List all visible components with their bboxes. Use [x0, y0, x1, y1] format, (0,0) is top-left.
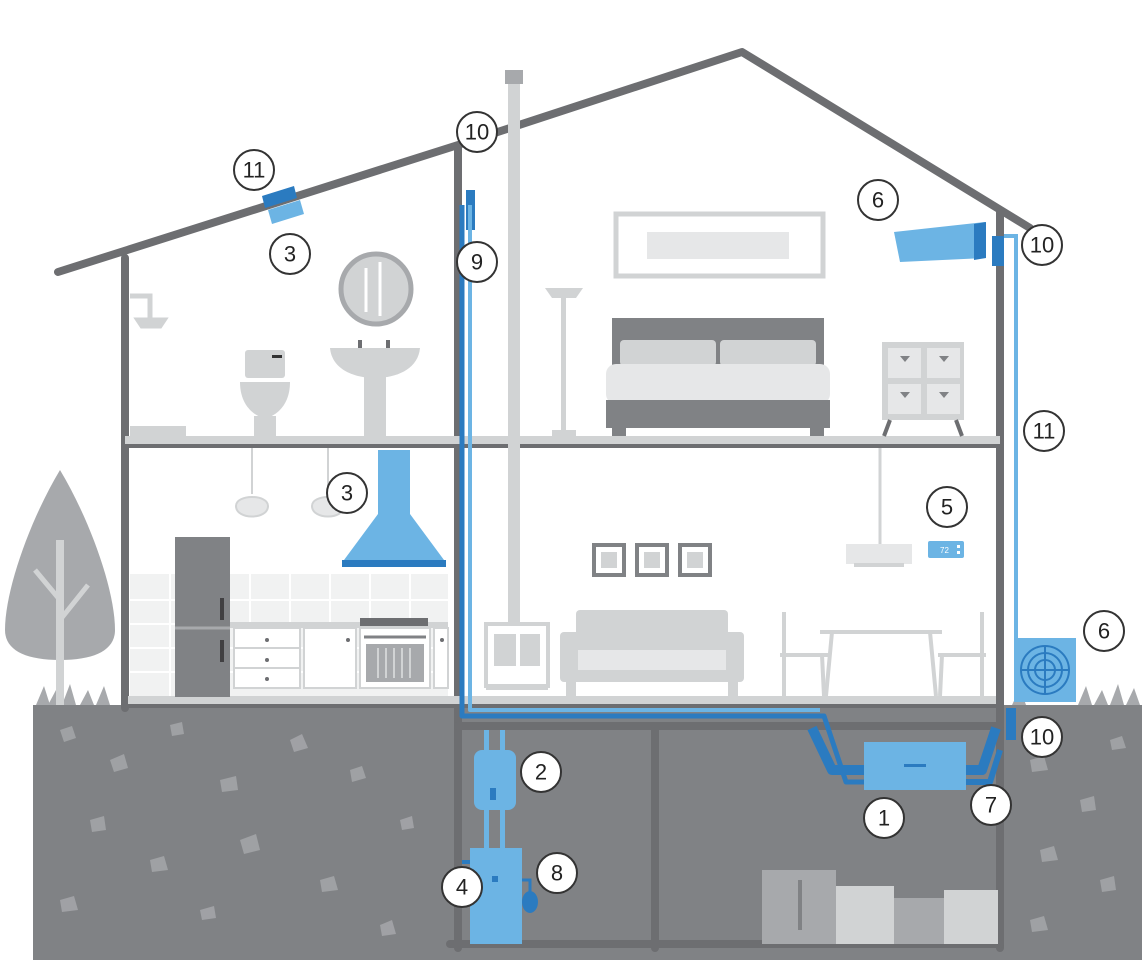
svg-text:1: 1 — [878, 806, 890, 831]
svg-text:3: 3 — [284, 242, 296, 267]
outdoor-unit — [1014, 638, 1076, 702]
kitchen-counter — [230, 622, 449, 689]
callout-thermostat: 5 — [926, 486, 968, 528]
refrigerator-icon — [175, 537, 230, 697]
svg-text:11: 11 — [1033, 419, 1056, 444]
upper-floor-slab — [125, 436, 1000, 444]
floor-lamp-icon — [545, 288, 583, 436]
thermostat-display: 72 — [940, 546, 949, 555]
air-handler — [864, 742, 966, 790]
callout-wall-pass: 10 — [1021, 716, 1063, 758]
callout-water-heater: 4 — [441, 866, 483, 908]
pendant-lights — [234, 448, 346, 518]
callout-kitchen-hood: 3 — [326, 472, 368, 514]
indoor-unit — [894, 222, 1004, 266]
callout-air-handler: 1 — [863, 797, 905, 839]
callout-indoor-unit: 6 — [857, 179, 899, 221]
range-hood — [342, 450, 446, 567]
callout-expansion-tank: 8 — [536, 852, 578, 894]
water-filter — [474, 730, 516, 850]
svg-text:7: 7 — [985, 793, 997, 818]
callout-refrigerant-line: 11 — [1023, 410, 1065, 452]
svg-text:10: 10 — [1030, 233, 1054, 258]
callout-ductwork: 7 — [970, 784, 1012, 826]
bedroom — [545, 211, 1004, 437]
callout-indoor-line: 10 — [1021, 224, 1063, 266]
bath-mat — [130, 426, 186, 436]
svg-text:5: 5 — [941, 495, 953, 520]
callout-attic-fan: 3 — [269, 233, 311, 275]
svg-text:6: 6 — [872, 188, 884, 213]
bathroom — [130, 251, 420, 436]
dining-table-icon — [780, 612, 986, 697]
wall-penetration — [1006, 708, 1016, 740]
dresser-icon — [882, 342, 964, 437]
wall-pictures — [592, 543, 712, 577]
svg-text:3: 3 — [341, 481, 353, 506]
refrigerant-line — [1004, 234, 1018, 640]
supply-duct — [459, 205, 1003, 785]
mirror-icon — [338, 251, 414, 327]
living-room: 72 — [484, 448, 986, 697]
callout-attic-vent: 11 — [233, 149, 275, 191]
picture-frame — [613, 211, 826, 279]
svg-text:8: 8 — [551, 861, 563, 886]
thermostat: 72 — [928, 541, 964, 558]
basement-boxes — [762, 870, 998, 944]
main-floor-slab — [128, 696, 996, 704]
chimney-flue — [505, 70, 523, 624]
svg-text:2: 2 — [535, 760, 547, 785]
sofa-icon — [560, 610, 744, 696]
wood-stove-icon — [484, 622, 550, 690]
svg-text:10: 10 — [465, 120, 489, 145]
toilet-icon — [240, 350, 290, 436]
bed-icon — [606, 318, 830, 436]
callout-water-filter: 2 — [520, 751, 562, 793]
svg-text:11: 11 — [243, 158, 266, 183]
svg-text:4: 4 — [456, 875, 468, 900]
shower-icon — [130, 293, 169, 329]
ceiling-fan — [846, 448, 912, 567]
kitchen — [130, 448, 449, 697]
oven-icon — [359, 618, 431, 689]
callout-flue-sensor: 9 — [456, 241, 498, 283]
svg-text:6: 6 — [1098, 619, 1110, 644]
tree-icon — [5, 470, 115, 705]
callout-ridge: 10 — [456, 111, 498, 153]
callout-outdoor-unit: 6 — [1083, 610, 1125, 652]
attic-vent — [262, 186, 304, 224]
svg-text:9: 9 — [471, 250, 483, 275]
sink-icon — [330, 340, 420, 436]
svg-text:10: 10 — [1030, 725, 1054, 750]
